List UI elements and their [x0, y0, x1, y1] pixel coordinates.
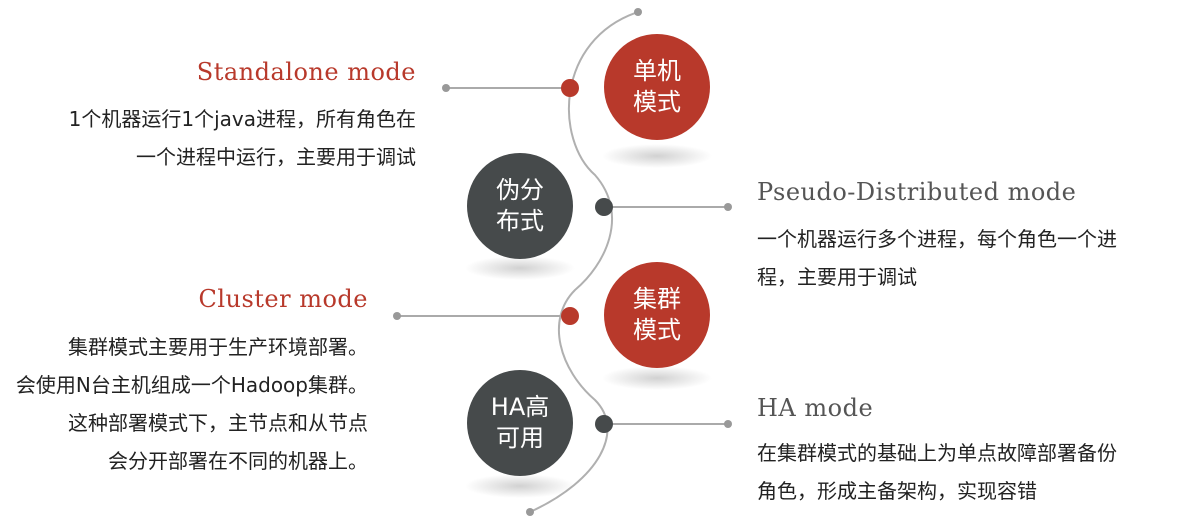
standalone-description: 1个机器运行1个java进程，所有角色在 一个进程中运行，主要用于调试 — [69, 100, 416, 176]
ha-description-line-1: 在集群模式的基础上为单点故障部署备份 — [757, 441, 1117, 465]
pseudo-node-dot — [595, 198, 613, 216]
cluster-circle-shadow — [602, 366, 712, 390]
spine-line — [529, 11, 639, 513]
pseudo-description: 一个机器运行多个进程，每个角色一个进 程，主要用于调试 — [757, 220, 1117, 296]
cluster-connector-end-dot — [393, 312, 401, 320]
pseudo-circle-label-line-2: 布式 — [496, 207, 544, 235]
ha-description-line-2: 角色，形成主备架构，实现容错 — [757, 479, 1037, 503]
standalone-circle — [604, 34, 710, 140]
standalone-circle-label-line-1: 单机 — [633, 57, 681, 85]
standalone-node-dot — [561, 79, 579, 97]
ha-circle-label: HA高 可用 — [460, 392, 580, 454]
pseudo-description-line-1: 一个机器运行多个进程，每个角色一个进 — [757, 227, 1117, 251]
cluster-description-line-4: 会分开部署在不同的机器上。 — [108, 449, 368, 473]
standalone-description-line-1: 1个机器运行1个java进程，所有角色在 — [68, 107, 416, 131]
ha-circle-label-line-1: HA高 — [490, 393, 550, 421]
pseudo-circle-label: 伪分 布式 — [460, 175, 580, 237]
standalone-circle-label-line-2: 模式 — [633, 88, 681, 116]
ha-circle-shadow — [465, 474, 575, 498]
standalone-connector-end-dot — [442, 84, 450, 92]
pseudo-circle — [467, 153, 573, 259]
standalone-circle-shadow — [602, 144, 712, 168]
ha-circle-label-line-2: 可用 — [496, 424, 544, 452]
cluster-title: Cluster mode — [198, 285, 368, 313]
spine-bottom-end-dot — [526, 508, 534, 516]
standalone-description-line-2: 一个进程中运行，主要用于调试 — [136, 145, 416, 169]
pseudo-description-line-2: 程，主要用于调试 — [757, 265, 917, 289]
cluster-circle-label-line-1: 集群 — [633, 285, 681, 313]
cluster-node-dot — [561, 307, 579, 325]
ha-connector-end-dot — [724, 420, 732, 428]
ha-node-dot — [595, 415, 613, 433]
ha-title: HA mode — [757, 394, 874, 422]
ha-description: 在集群模式的基础上为单点故障部署备份 角色，形成主备架构，实现容错 — [757, 434, 1117, 510]
cluster-description-line-1: 集群模式主要用于生产环境部署。 — [68, 335, 368, 359]
cluster-description-line-2: 会使用N台主机组成一个Hadoop集群。 — [15, 373, 368, 397]
cluster-circle-label-line-2: 模式 — [633, 316, 681, 344]
cluster-circle — [604, 262, 710, 368]
standalone-circle-label: 单机 模式 — [597, 56, 717, 118]
ha-circle — [467, 370, 573, 476]
pseudo-connector-end-dot — [724, 203, 732, 211]
pseudo-circle-shadow — [465, 256, 575, 280]
pseudo-circle-label-line-1: 伪分 — [496, 176, 544, 204]
spine-top-end-dot — [634, 8, 642, 16]
cluster-circle-label: 集群 模式 — [597, 284, 717, 346]
pseudo-title: Pseudo-Distributed mode — [757, 178, 1077, 206]
cluster-description: 集群模式主要用于生产环境部署。 会使用N台主机组成一个Hadoop集群。 这种部… — [16, 328, 368, 480]
standalone-title: Standalone mode — [196, 58, 416, 86]
cluster-description-line-3: 这种部署模式下，主节点和从节点 — [68, 411, 368, 435]
